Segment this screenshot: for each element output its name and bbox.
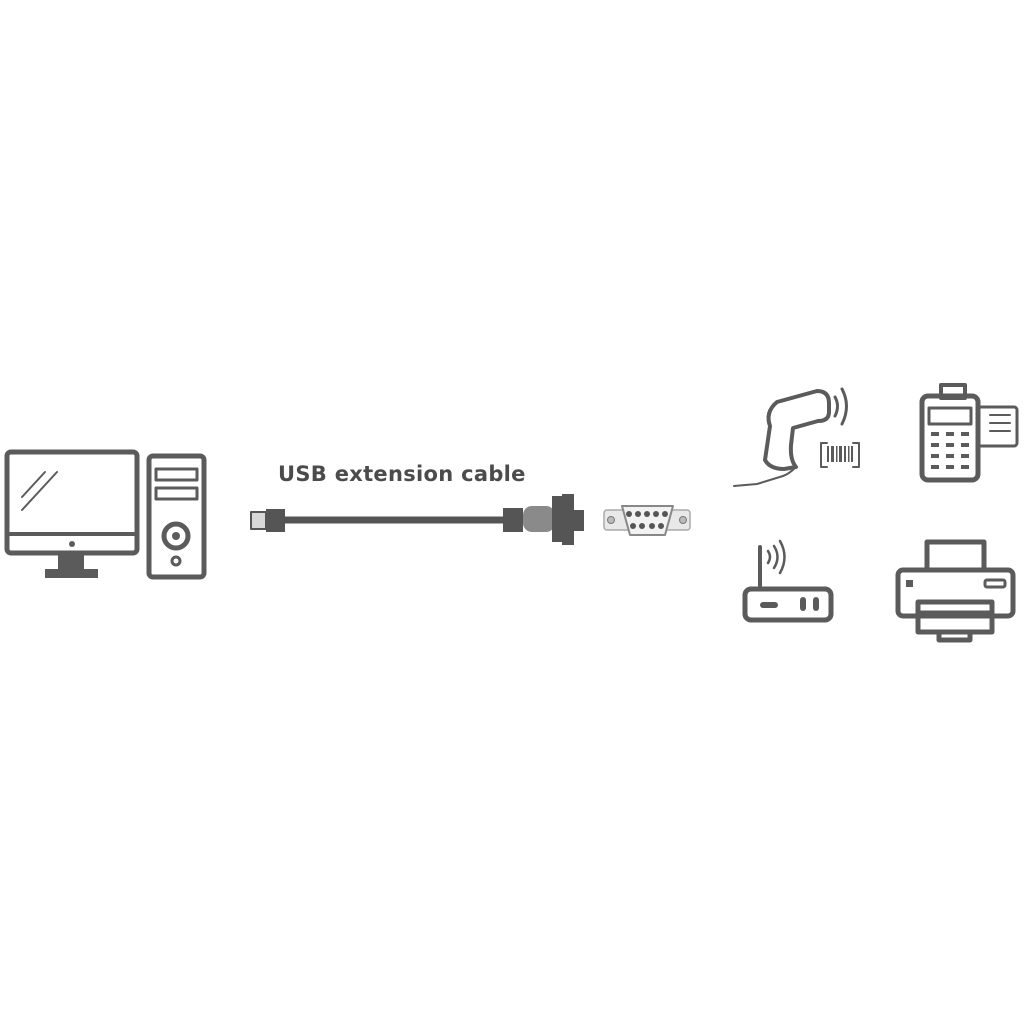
db9-port-icon (603, 505, 691, 536)
payment-terminal-icon (919, 383, 1019, 483)
serial-connector-icon (503, 494, 584, 545)
printer-icon (895, 539, 1016, 643)
computer-tower-icon (146, 453, 207, 580)
monitor-icon (4, 449, 140, 578)
cable-label: USB extension cable (278, 462, 526, 486)
router-icon (742, 539, 834, 623)
usb-extension-cable (250, 494, 584, 545)
desktop-computer-icon (4, 449, 207, 580)
barcode-scanner-icon (733, 387, 860, 487)
usb-connector-icon (250, 509, 285, 532)
